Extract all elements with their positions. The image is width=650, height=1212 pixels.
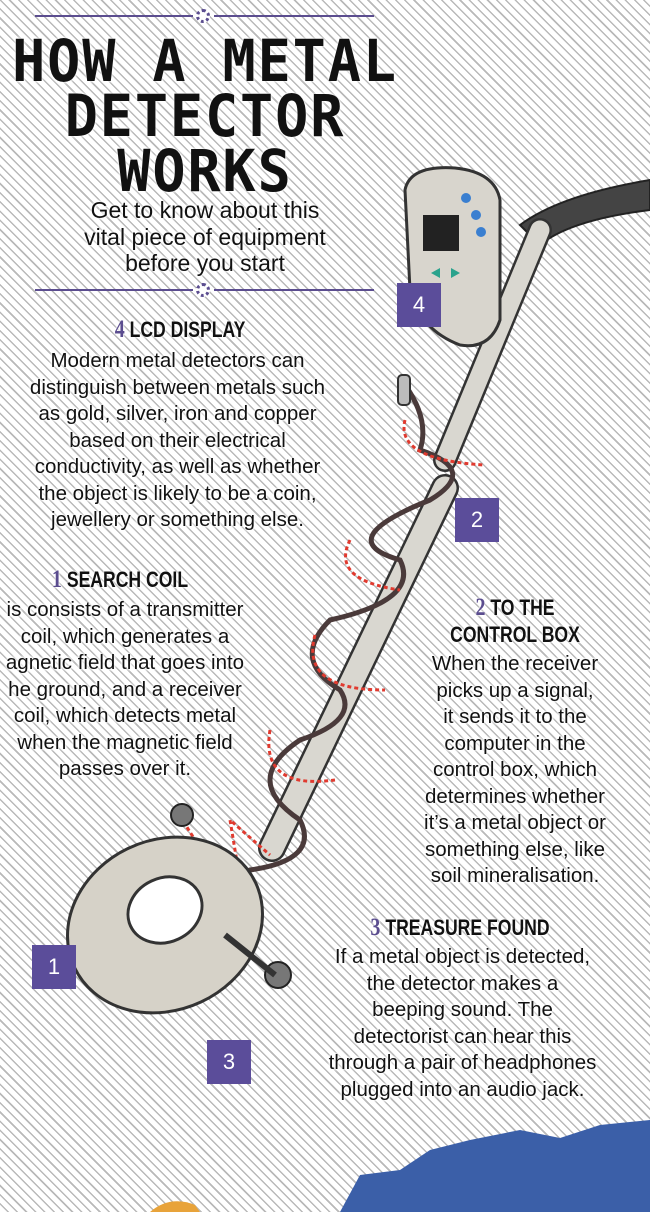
lcd-heading: 4 LCD DISPLAY	[114, 316, 246, 343]
gear-icon	[196, 9, 210, 23]
page-title: WORKS	[117, 137, 293, 205]
treasure-heading: 3 TREASURE FOUND	[370, 914, 550, 941]
signal-arrows	[178, 419, 486, 883]
badge-4: 4	[397, 283, 441, 327]
divider	[35, 289, 193, 291]
upper-shaft	[433, 218, 552, 472]
knob-icon	[264, 961, 292, 989]
map-land-orange	[150, 1201, 200, 1212]
divider	[35, 15, 193, 17]
search-coil	[66, 803, 292, 1015]
badge-3: 3	[207, 1040, 251, 1084]
button-icon	[461, 193, 471, 203]
search-coil-heading: 1 SEARCH COIL	[51, 566, 189, 593]
page-title: HOW A METAL	[12, 27, 398, 95]
coil-hole	[126, 875, 204, 945]
audio-plug	[397, 374, 411, 406]
button-icon	[476, 227, 486, 237]
page-title: DETECTOR	[64, 82, 346, 150]
subtitle: before you start	[125, 250, 285, 276]
treasure-body: If a metal object is detected,the detect…	[328, 945, 597, 1101]
gear-icon	[196, 283, 210, 297]
arrow-buttons-icon	[431, 268, 460, 278]
handle	[518, 178, 650, 247]
button-icon	[471, 210, 481, 220]
world-map	[340, 1120, 650, 1212]
badge-1: 1	[32, 945, 76, 989]
subtitle: Get to know about this	[90, 197, 320, 223]
subtitle: vital piece of equipment	[84, 224, 326, 250]
lower-shaft	[258, 474, 459, 862]
lcd-screen	[423, 215, 459, 251]
divider	[214, 15, 374, 17]
divider	[214, 289, 374, 291]
badge-2: 2	[455, 498, 499, 542]
headphone-jack-icon	[170, 803, 194, 827]
